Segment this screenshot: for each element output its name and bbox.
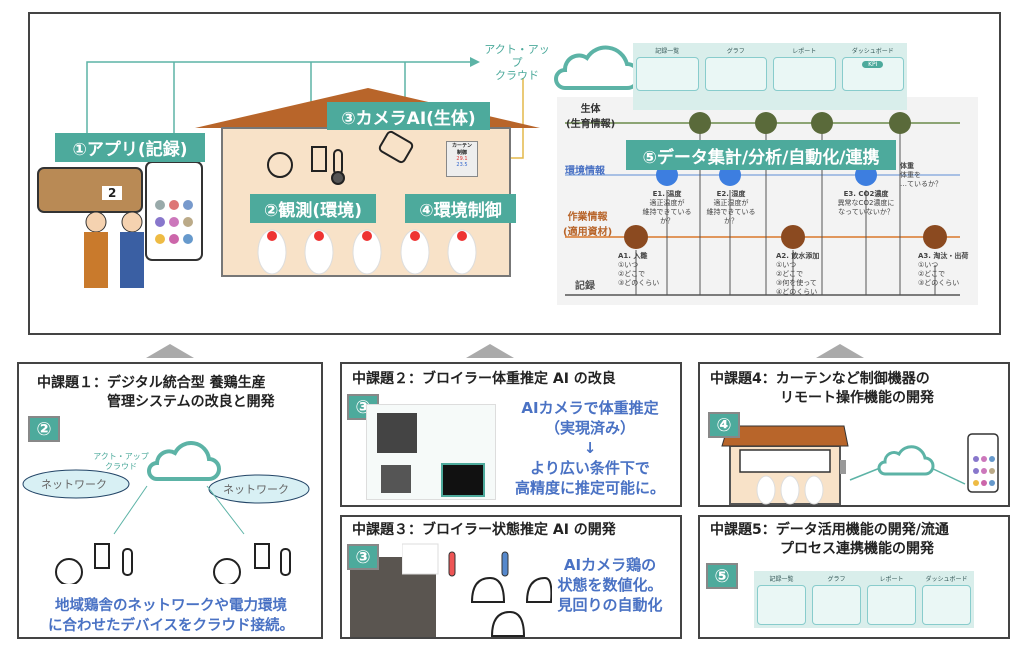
cloud-icon (554, 45, 641, 90)
cloud-icon (877, 445, 935, 476)
panel-description: AIカメラで体重推定 （実現済み） ↓ より広い条件下で 高精度に推定可能に。 (514, 399, 665, 497)
panel-badge: ② (28, 416, 60, 442)
chicken-icons (257, 229, 477, 275)
panel-subtask-5: 中課題5：データ活用機能の開発/流通 プロセス連携機能の開発 ⑤ 記録一覧 グラ… (698, 515, 1010, 639)
dashboard-tab: グラフ (704, 46, 767, 107)
dashboard-tab: レポート (867, 574, 916, 625)
panel-subtask-3: 中課題３：ブロイラー状態推定 AI の開発 ③ AIカメラ鶏の 状態を数値化。 … (340, 515, 682, 639)
env-item: E3. CO2濃度異常なCO2濃度に なっていないか？ (837, 190, 895, 216)
cloud-label: アクト・アップ クラウド (93, 452, 149, 471)
env-item: E2. 湿度適正湿度が 維持できている か？ (706, 190, 756, 225)
panel-title: 中課題３：ブロイラー状態推定 AI の開発 (352, 522, 616, 538)
weight-ai-image (366, 404, 496, 500)
label-app: ①アプリ(記録) (55, 133, 205, 162)
panel-title: 中課題１：デジタル統合型 養鶏生産 管理システムの改良と開発 (37, 375, 275, 410)
bio-item: 体重体重を …ているか？ (900, 162, 942, 188)
dashboard-tab: グラフ (812, 574, 861, 625)
worker-illustrations (84, 211, 144, 288)
panel-subtask-4: 中課題4：カーテンなど制御機器の リモート操作機能の開発 ④ (698, 362, 1010, 507)
env-item: E1. 温度適正温度が 維持できているか？ (642, 190, 692, 225)
cloud-label: アクト・アップ クラウド (484, 43, 550, 82)
network-label: ネットワーク (223, 483, 289, 496)
panel-badge: ③ (347, 544, 379, 570)
chicken-state-icons (402, 543, 552, 637)
label-observe: ②観測(環境) (250, 194, 376, 223)
label-data: ⑤データ集計/分析/自動化/連携 (626, 140, 896, 170)
panel-badge: ⑤ (706, 563, 738, 589)
panel-subtask-1: 中課題１：デジタル統合型 養鶏生産 管理システムの改良と開発 ② アクト・アップ… (17, 362, 323, 639)
phone-image (145, 161, 203, 261)
arrow-head (470, 57, 480, 67)
dashboard-strip: 記録一覧 グラフ レポート ダッシュボード (754, 571, 974, 628)
phone-app-icons (155, 200, 193, 244)
dashboard-tab: ダッシュボード (922, 574, 971, 625)
row-work: 作業情報 (適用資材) (563, 212, 613, 238)
network-label: ネットワーク (41, 478, 107, 491)
dashboard-tab: 記録一覧 (636, 46, 699, 107)
dashboard-tab: レポート (773, 46, 836, 107)
tablet-count: 2 (102, 186, 123, 200)
tablet-image (37, 167, 143, 213)
up-arrow (146, 344, 194, 358)
label-camera-ai: ③カメラAI(生体) (327, 102, 490, 130)
row-record: 記録 (575, 281, 595, 292)
panel-badge: ④ (708, 412, 740, 438)
panel-description: AIカメラ鶏の 状態を数値化。 見回りの自動化 (557, 556, 663, 614)
panel-title: 中課題4：カーテンなど制御機器の リモート操作機能の開発 (710, 371, 934, 406)
up-arrow (816, 344, 864, 358)
panel-subtask-2: 中課題２：ブロイラー体重推定 AI の改良 ③ AIカメラで体重推定 （実現済み… (340, 362, 682, 507)
remote-control-diagram (721, 425, 999, 505)
cloud-icon (147, 441, 221, 481)
row-env: 環境情報 (565, 166, 605, 177)
sensor-icons (267, 130, 414, 185)
curtain-panel: カーテン 制御 29.1 23.5 (446, 141, 478, 177)
network-ellipse (22, 469, 130, 499)
row-bio: 生体 (生育情報) (566, 104, 616, 130)
label-control: ④環境制御 (405, 194, 516, 223)
panel-description: 地域鶏舎のネットワークや電力環境 に合わせたデバイスをクラウド接続。 (47, 598, 295, 634)
dashboard-tab: 記録一覧 (757, 574, 806, 625)
up-arrow (466, 344, 514, 358)
panel-title: 中課題２：ブロイラー体重推定 AI の改良 (352, 371, 616, 387)
network-diagram (22, 441, 310, 584)
panel-title: 中課題5：データ活用機能の開発/流通 プロセス連携機能の開発 (710, 522, 949, 557)
